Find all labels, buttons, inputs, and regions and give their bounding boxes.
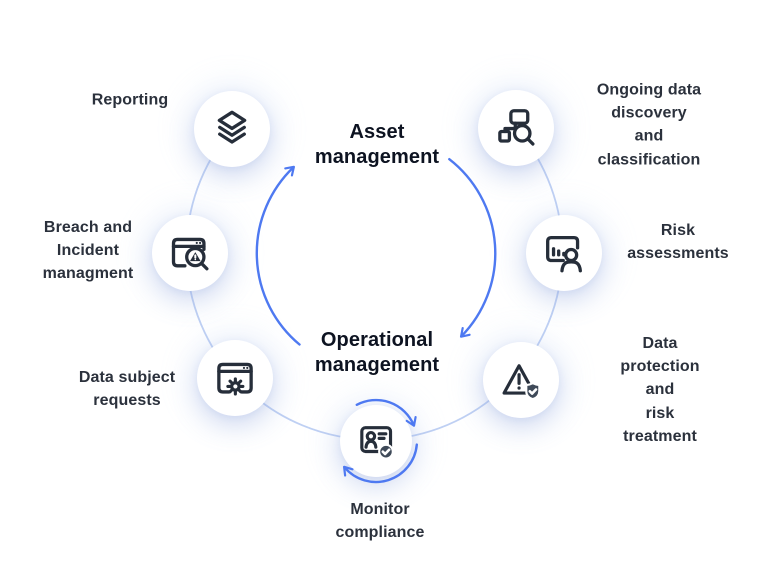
label-data-protection: Data protection and risk treatment [620, 335, 700, 445]
sitemap-search-icon [498, 109, 535, 146]
label-ongoing-data-discovery: Ongoing data discovery and classificatio… [596, 81, 702, 169]
browser-alert-search-icon [171, 237, 209, 271]
presentation-chart-user-icon [546, 235, 582, 273]
cycle-arrow-down-icon [448, 158, 497, 338]
label-reporting: Reporting [91, 91, 169, 109]
id-card-check-icon [360, 426, 394, 460]
label-monitor-compliance: Monitor compliance [335, 500, 425, 541]
layers-icon [217, 110, 247, 144]
node-reporting [194, 91, 270, 167]
center-title-asset-management: Asset management [314, 120, 440, 168]
node-risk-assessments [526, 215, 602, 291]
node-data-protection [483, 342, 559, 418]
warning-shield-check-icon [502, 364, 541, 401]
label-data-subject-requests: Data subject requests [78, 368, 176, 409]
node-ongoing-data-discovery [478, 90, 554, 166]
label-risk-assessments: Risk assessments [627, 221, 729, 262]
node-data-subject-requests [197, 340, 273, 416]
node-breach-incident [152, 215, 228, 291]
browser-gear-icon [217, 362, 253, 396]
label-breach-incident: Breach and Incident managment [42, 219, 134, 283]
node-monitor-compliance [340, 405, 412, 477]
cycle-arrow-up-icon [255, 165, 301, 346]
center-title-operational-management: Operational management [314, 328, 440, 376]
